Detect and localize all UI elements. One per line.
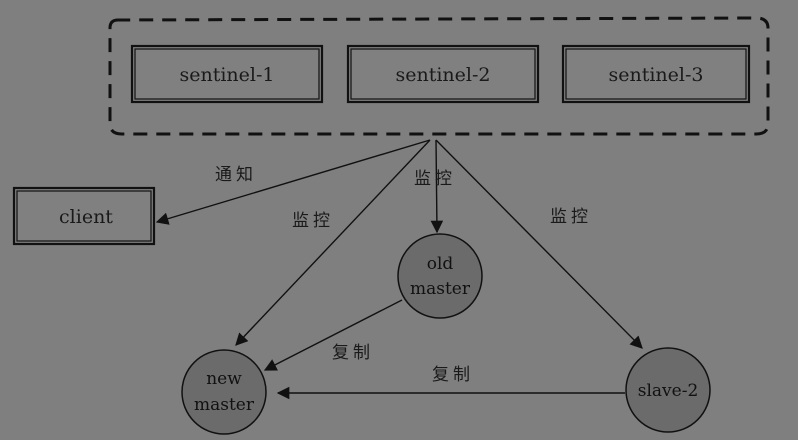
sentinel-box-1: sentinel-1 xyxy=(130,44,324,104)
slave-2-node: slave-2 xyxy=(625,347,711,433)
sentinel-2-label: sentinel-2 xyxy=(395,64,490,86)
sentinel-3-label: sentinel-3 xyxy=(608,64,703,86)
client-box: client xyxy=(12,186,156,246)
edge-monitor-old-master xyxy=(430,139,444,234)
edge-notify-client xyxy=(155,139,431,225)
monitor-new-master-label: 监控 xyxy=(292,211,334,231)
sentinel-box-3: sentinel-3 xyxy=(561,44,751,104)
old-master-label-line2: master xyxy=(410,279,471,299)
notify-label: 通知 xyxy=(215,165,257,185)
replicate-slave-to-new-label: 复制 xyxy=(432,365,474,385)
new-master-label-line2: master xyxy=(194,395,255,415)
sentinel-box-2: sentinel-2 xyxy=(346,44,540,104)
edge-replicate-old-to-new xyxy=(263,299,403,371)
client-label: client xyxy=(59,206,113,228)
monitor-slave-2-label: 监控 xyxy=(550,207,592,227)
sentinel-1-label: sentinel-1 xyxy=(179,64,274,86)
old-master-label-line1: old xyxy=(427,254,454,274)
slave-2-label: slave-2 xyxy=(638,381,699,401)
edge-monitor-new-master xyxy=(235,139,431,346)
monitor-old-master-label: 监控 xyxy=(414,169,456,189)
sentinel-cluster-border xyxy=(108,16,770,136)
edge-monitor-slave-2 xyxy=(435,139,643,349)
new-master-node: new master xyxy=(181,349,267,435)
new-master-label-line1: new xyxy=(206,369,242,389)
replicate-old-to-new-label: 复制 xyxy=(332,343,374,363)
old-master-node: old master xyxy=(397,233,483,319)
